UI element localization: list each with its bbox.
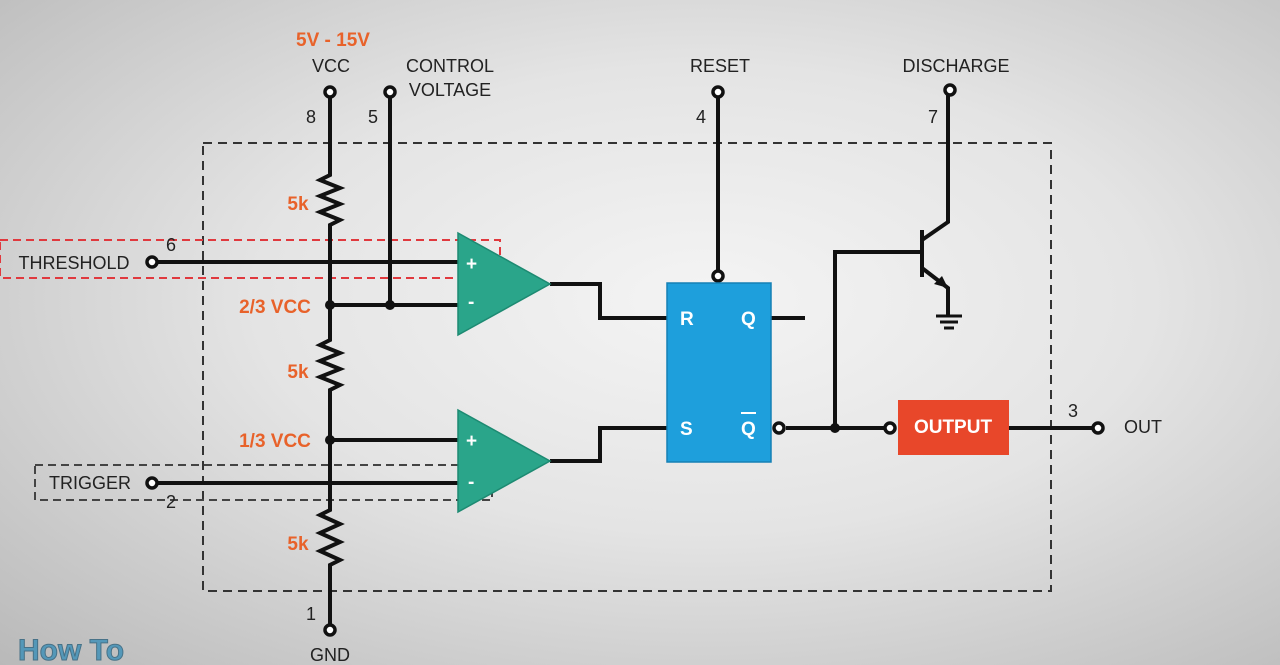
pin-discharge bbox=[943, 83, 957, 97]
node-one-third-vcc: 1/3 VCC bbox=[239, 431, 311, 452]
resistor-label-top: 5k bbox=[287, 194, 309, 215]
pin-number-4: 4 bbox=[696, 107, 706, 127]
ic-boundary bbox=[202, 142, 1052, 592]
upper-comparator-plus: + bbox=[466, 254, 477, 275]
output-input-bubble bbox=[883, 421, 897, 435]
reset-inverter-bubble bbox=[711, 269, 725, 283]
qbar-bubble bbox=[772, 421, 786, 435]
resistor-label-bottom: 5k bbox=[287, 534, 309, 555]
supply-range: 5V - 15V bbox=[296, 30, 370, 51]
flipflop-r: R bbox=[680, 309, 694, 330]
pin-number-1: 1 bbox=[306, 604, 316, 624]
trigger-label: TRIGGER bbox=[49, 473, 131, 493]
pin-out bbox=[1091, 421, 1105, 435]
lower-comparator-minus: - bbox=[468, 472, 474, 493]
ground-symbol-icon bbox=[936, 314, 962, 330]
pin-vcc bbox=[323, 85, 337, 99]
gnd-label: GND bbox=[310, 645, 350, 665]
pin-number-7: 7 bbox=[928, 107, 938, 127]
pin-reset bbox=[711, 85, 725, 99]
control-label-2: VOLTAGE bbox=[409, 80, 491, 100]
upper-comparator-minus: - bbox=[468, 292, 474, 313]
discharge-label: DISCHARGE bbox=[902, 56, 1009, 76]
flipflop-qbar: Q bbox=[741, 419, 756, 440]
upper-comparator bbox=[457, 231, 552, 337]
pin-number-8: 8 bbox=[306, 107, 316, 127]
threshold-label: THRESHOLD bbox=[18, 253, 129, 273]
flipflop-s: S bbox=[680, 419, 693, 440]
pin-number-6: 6 bbox=[166, 235, 176, 255]
reset-label: RESET bbox=[690, 56, 750, 76]
pin-gnd bbox=[323, 623, 337, 637]
output-block bbox=[898, 400, 1009, 455]
pin-control-voltage bbox=[383, 85, 397, 99]
flipflop-q: Q bbox=[741, 309, 756, 330]
control-label-1: CONTROL bbox=[406, 56, 494, 76]
lower-comparator-plus: + bbox=[466, 431, 477, 452]
watermark-logo: How To bbox=[18, 634, 124, 665]
sr-flip-flop bbox=[666, 282, 772, 463]
pin-number-3: 3 bbox=[1068, 401, 1078, 421]
emitter-arrow bbox=[934, 276, 948, 288]
junction-dots bbox=[325, 300, 840, 445]
resistor-label-middle: 5k bbox=[287, 362, 309, 383]
pin-trigger bbox=[145, 476, 159, 490]
output-block-label: OUTPUT bbox=[914, 417, 993, 438]
node-two-thirds-vcc: 2/3 VCC bbox=[239, 297, 311, 318]
pin-number-5: 5 bbox=[368, 107, 378, 127]
threshold-highlight-box bbox=[0, 239, 501, 279]
vcc-label: VCC bbox=[312, 56, 350, 76]
out-label: OUT bbox=[1124, 417, 1162, 437]
pin-number-2: 2 bbox=[166, 492, 176, 512]
pin-threshold bbox=[145, 255, 159, 269]
lower-comparator bbox=[457, 408, 552, 514]
